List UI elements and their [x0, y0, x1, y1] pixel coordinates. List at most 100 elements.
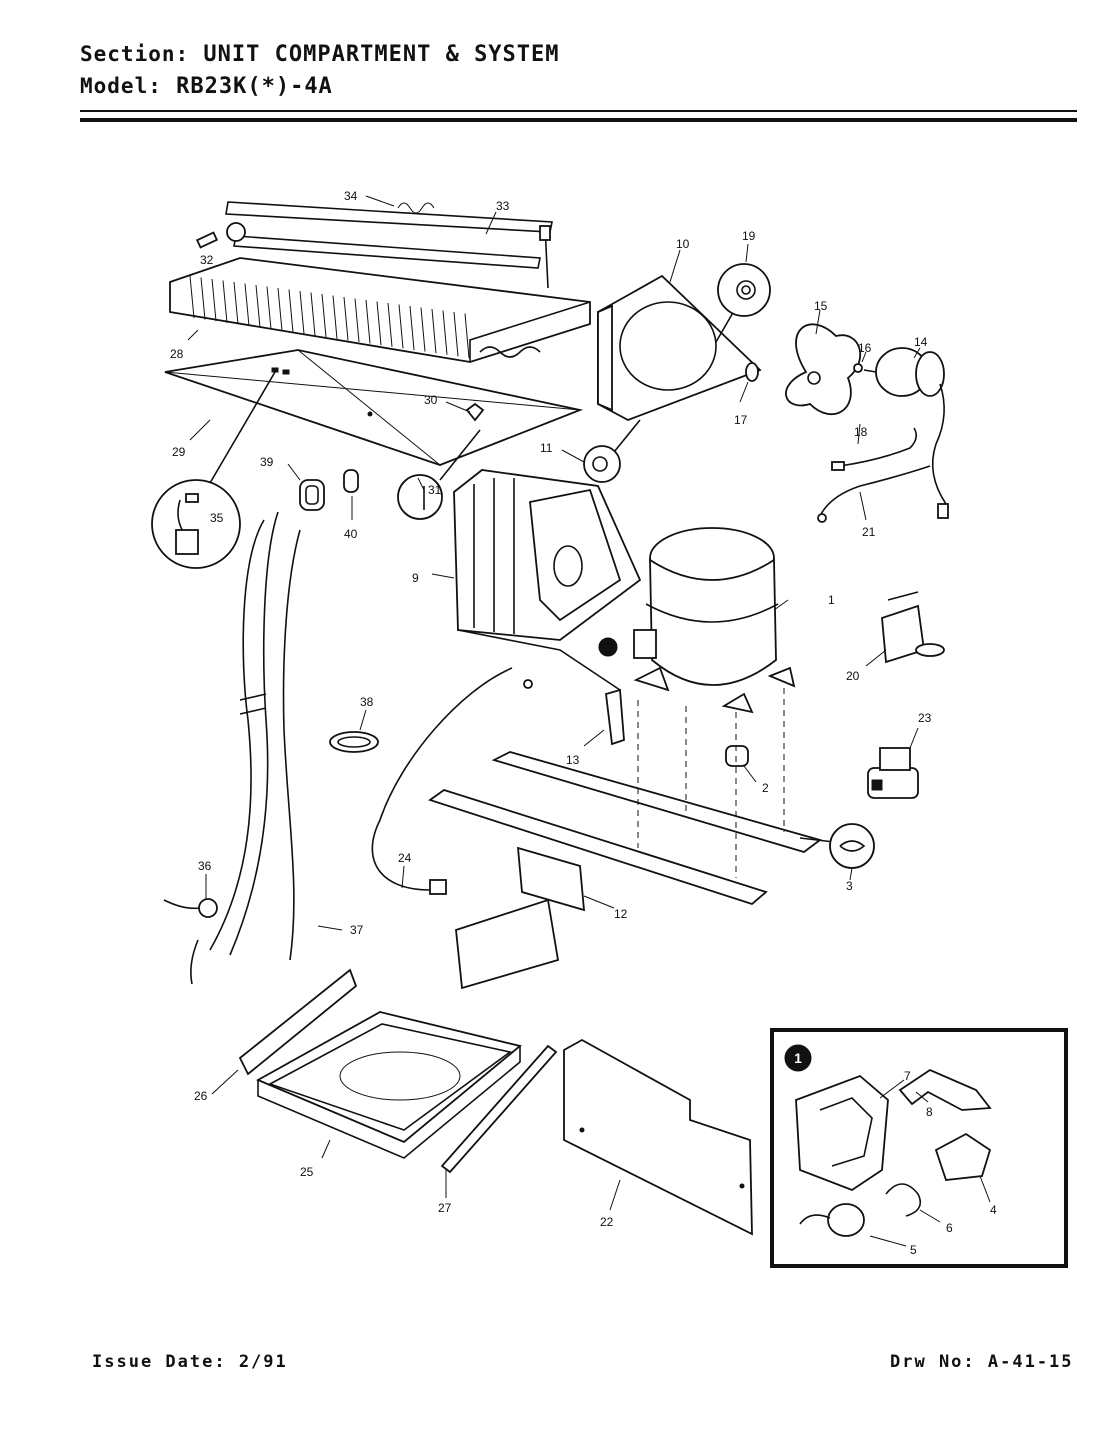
callout-8: 8: [926, 1105, 933, 1119]
condenser-fin: [365, 299, 371, 344]
callout-leaders: [187, 195, 991, 1247]
start-device: [867, 747, 919, 799]
condenser-fin: [398, 304, 404, 349]
callout-6: 6: [946, 1221, 953, 1235]
condenser-fin: [244, 283, 250, 327]
callout-26: 26: [194, 1089, 208, 1103]
callout-23: 23: [918, 711, 932, 725]
drawing-number: Drw No: A-41-15: [890, 1352, 1074, 1372]
electrical-inset-box: 1: [770, 1028, 1068, 1268]
callout-4: 4: [990, 1203, 997, 1217]
callout-18: 18: [854, 425, 868, 439]
callout-36: 36: [198, 859, 212, 873]
condenser-fin: [431, 308, 437, 354]
callout-28: 28: [170, 347, 184, 361]
callout-38: 38: [360, 695, 374, 709]
callout-10: 10: [676, 237, 690, 251]
access-cover-panel: [563, 1038, 753, 1236]
condenser-fin: [343, 296, 349, 341]
condenser-fin: [354, 298, 360, 343]
fan-motor: [863, 347, 949, 519]
callout-14: 14: [914, 335, 928, 349]
drain-fitting: [163, 898, 218, 985]
condenser-fin: [409, 305, 415, 351]
callout-2: 2: [762, 781, 769, 795]
grommet-40: [343, 469, 359, 493]
condenser-fin: [442, 310, 448, 355]
compressor-grommet: [725, 745, 749, 767]
condenser-fin: [189, 275, 195, 319]
condenser-fin: [453, 311, 459, 357]
model-line: Model: RB23K(*)-4A: [80, 74, 333, 99]
callout-20: 20: [846, 669, 860, 683]
condenser-fin: [255, 284, 261, 328]
condenser-base-plate: [164, 349, 584, 466]
condenser-fin: [387, 302, 393, 347]
callout-labels: 1 2 3 4 5 6 7 8 9 10 11 12 13 14 15 16 1…: [170, 189, 997, 1257]
callout-19: 19: [742, 229, 756, 243]
callout-13: 13: [566, 753, 580, 767]
condenser-fin: [464, 313, 470, 359]
callout-17: 17: [734, 413, 748, 427]
callout-24: 24: [398, 851, 412, 865]
callout-30: 30: [424, 393, 438, 407]
tube-clamp: [329, 731, 379, 753]
detail-circle-11: [583, 419, 641, 483]
drain-pan: [255, 1011, 522, 1159]
callout-5: 5: [910, 1243, 917, 1257]
compressor: [598, 527, 796, 714]
callout-16: 16: [858, 341, 872, 355]
callout-7: 7: [904, 1069, 911, 1083]
drain-pan-bracket: [238, 968, 358, 1076]
section-value: UNIT COMPARTMENT & SYSTEM: [203, 42, 560, 67]
callout-31: 31: [428, 483, 442, 497]
condenser-fin: [310, 292, 316, 336]
grommet-39: [299, 479, 325, 511]
callout-33: 33: [496, 199, 510, 213]
condenser-clip: [195, 222, 246, 249]
mounting-rails: [428, 688, 822, 990]
detail-circle-19: [717, 263, 771, 317]
condenser-fin: [420, 307, 426, 352]
detail-circle-35: [151, 371, 276, 569]
condenser-fin: [299, 290, 305, 335]
callout-29: 29: [172, 445, 186, 459]
callout-1: 1: [828, 593, 835, 607]
condenser-fin: [288, 289, 294, 333]
pan-strap: [440, 1044, 558, 1174]
callout-39: 39: [260, 455, 274, 469]
callout-11: 11: [540, 441, 553, 455]
callout-21: 21: [862, 525, 876, 539]
overload-relay: [881, 591, 945, 664]
issue-date: Issue Date: 2/91: [92, 1352, 288, 1372]
callout-27: 27: [438, 1201, 452, 1215]
header-rule-top: [80, 110, 1077, 112]
model-label: Model:: [80, 74, 162, 98]
condenser-coil: [169, 257, 591, 363]
callout-34: 34: [344, 189, 358, 203]
callout-25: 25: [300, 1165, 314, 1179]
condenser-fin: [277, 287, 283, 331]
fan-washer: [745, 362, 759, 382]
callout-3: 3: [846, 879, 853, 893]
callout-22: 22: [600, 1215, 614, 1229]
fan-nut: [853, 363, 863, 373]
callout-35: 35: [210, 511, 224, 525]
drain-tube-rod: [225, 201, 553, 289]
filter-drier: [605, 688, 625, 746]
condenser-fin: [211, 278, 217, 322]
callout-9: 9: [412, 571, 419, 585]
callout-37: 37: [350, 923, 364, 937]
callout-32: 32: [200, 253, 214, 267]
fan-shroud: [597, 274, 762, 421]
callout-40: 40: [344, 527, 358, 541]
ground-wire: [817, 465, 931, 523]
header-rule-bottom: [80, 118, 1077, 122]
section-label: Section:: [80, 42, 190, 66]
condenser-fin: [376, 301, 382, 346]
model-value: RB23K(*)-4A: [176, 74, 333, 99]
condenser-fin: [222, 280, 228, 323]
callout-15: 15: [814, 299, 828, 313]
condenser-fin: [321, 293, 327, 338]
